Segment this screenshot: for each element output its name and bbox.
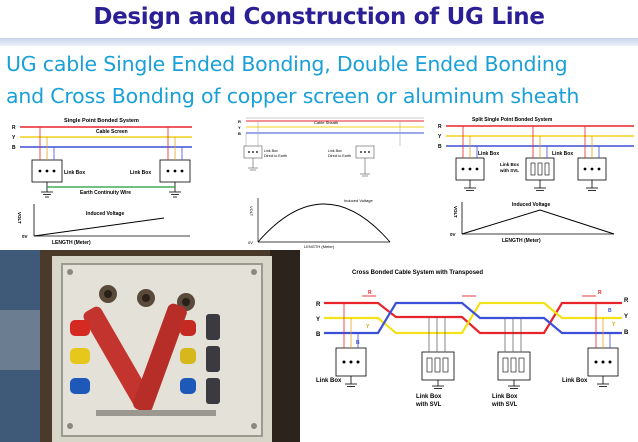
phase-label-b: B [12, 145, 16, 151]
slide-title: Design and Construction of UG Line [93, 4, 545, 30]
diagram-title: Cross Bonded Cable System with Transpose… [352, 270, 483, 276]
link-box-3-label-2: with SVL [491, 402, 518, 408]
link-box-1-label: Link Box [316, 378, 342, 384]
voltage-axis-label: VOLT [17, 212, 22, 224]
phase-label-r: R [438, 124, 442, 130]
link-box-2 [421, 317, 455, 389]
voltage-axis-label: VOLT [453, 206, 458, 218]
subtitle-line-2: and Cross Bonding of copper screen or al… [6, 84, 580, 108]
diagram-title: Single Point Bonded System [64, 118, 139, 124]
origin-label: 0V [248, 240, 253, 245]
link-box-left [455, 126, 485, 191]
link-box-mid [525, 126, 555, 191]
link-box-4-label: Link Box [562, 378, 588, 384]
double-ended-bonding-diagram: R Y B Cable Sheath Link Box Direct to Ea… [238, 117, 424, 249]
link-box-right [159, 127, 191, 198]
phase-label-r: R [238, 119, 241, 124]
length-axis-label: LENGTH (Meter) [52, 240, 91, 246]
phase-label-b: B [238, 131, 241, 136]
link-box-left-label: Link Box [64, 170, 85, 176]
single-point-bonded-diagram: Single Point Bonded System R Y B Cable S… [12, 118, 192, 246]
surge-voltage-limiters [206, 314, 220, 404]
induced-voltage-curve [461, 209, 615, 235]
diagram-title: Split Single Point Bonded System [472, 117, 553, 123]
length-axis-label: LENGTH (Meter) [304, 244, 335, 249]
phase-label-y: Y [438, 134, 442, 140]
link-box-mid-label-1: Link Box [500, 162, 519, 167]
cable-sheath-label: Cable Sheath [314, 120, 338, 125]
link-box-right-label-2: Direct to Earth [328, 154, 351, 158]
phase-label-r-right: R [624, 298, 629, 304]
title-underline [0, 38, 638, 46]
induced-voltage-curve [257, 203, 391, 243]
cross-bonded-diagram: Cross Bonded Cable System with Transpose… [316, 270, 629, 408]
link-box-2-label-1: Link Box [416, 394, 442, 400]
inline-b-2: B [608, 308, 612, 314]
link-box-1 [335, 303, 367, 387]
link-box-right [577, 126, 607, 191]
phase-label-y: Y [316, 317, 320, 323]
insulated-cross-bonding-links [83, 303, 187, 413]
link-box-left [243, 121, 263, 171]
link-box-2-label-2: with SVL [415, 402, 442, 408]
link-box-photo [0, 250, 300, 442]
voltage-axis-label: VOLT [249, 206, 254, 217]
origin-label: 0V [450, 232, 456, 237]
phase-colour-bands [70, 320, 196, 394]
cable-glands [99, 285, 195, 311]
induced-voltage-label: Induced Voltage [344, 198, 373, 203]
phase-label-b: B [438, 144, 442, 150]
length-axis-label: LENGTH (Meter) [502, 238, 541, 244]
phase-label-r: R [12, 125, 16, 131]
link-box-left-label: Link Box [478, 151, 499, 157]
phase-label-y-right: Y [624, 314, 628, 320]
link-box-right-label: Link Box [130, 170, 151, 176]
phase-label-y: Y [12, 135, 16, 141]
link-box-right-label-1: Link Box [328, 149, 342, 153]
inline-y-1: Y [366, 324, 370, 330]
induced-voltage-label: Induced Voltage [512, 202, 550, 208]
split-single-point-diagram: Split Single Point Bonded System R Y B L… [438, 117, 634, 244]
link-box-3-label-1: Link Box [492, 394, 518, 400]
link-box-4 [587, 303, 619, 387]
link-box-left-label-2: Direct to Earth [264, 154, 287, 158]
link-box-left [31, 127, 63, 198]
phase-conductors [246, 117, 424, 134]
transposed-phase-conductors [324, 301, 622, 335]
phase-conductors [20, 126, 192, 148]
ecc-label: Earth Continuity Wire [80, 190, 131, 196]
cable-screen-label: Cable Screen [96, 129, 128, 135]
phase-label-y: Y [238, 125, 241, 130]
link-box-3 [497, 318, 531, 389]
phase-label-r: R [316, 302, 321, 308]
phase-label-b-right: B [624, 330, 629, 336]
link-box-right-label: Link Box [552, 151, 573, 157]
induced-voltage-label: Induced Voltage [86, 211, 124, 217]
link-box-mid-label-2: with SVL [499, 168, 519, 173]
link-box-left-label-1: Link Box [264, 149, 278, 153]
inline-y-2: Y [612, 322, 616, 328]
inline-r-2: R [598, 290, 602, 296]
induced-voltage-curve [33, 217, 165, 237]
origin-label: 0V [22, 234, 28, 239]
phase-label-b: B [316, 332, 321, 338]
inline-r-1: R [368, 290, 372, 296]
link-box-right [355, 121, 401, 177]
subtitle-line-1: UG cable Single Ended Bonding, Double En… [6, 52, 568, 76]
